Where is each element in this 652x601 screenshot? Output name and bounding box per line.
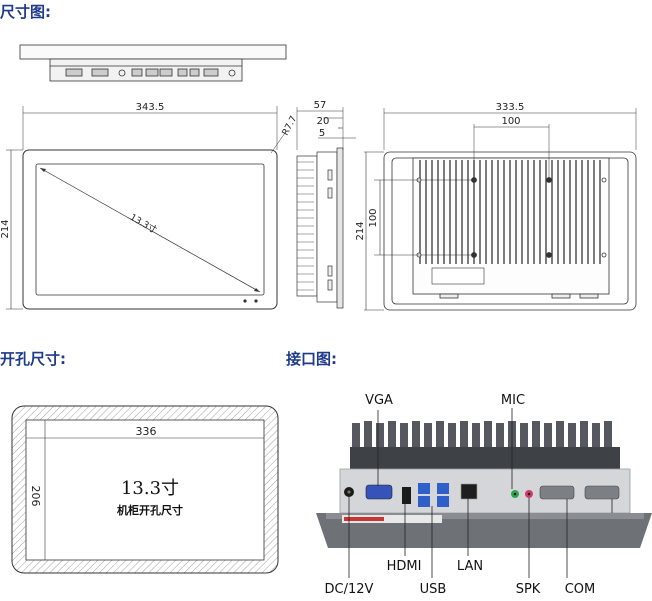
cutout-size-label: 13.3寸 [121,478,179,499]
port-label-dc: DC/12V [325,582,374,597]
port-label-hdmi: HDMI [387,559,422,574]
port-label-spk: SPK [516,582,541,597]
port-leader-lines [348,408,613,578]
front-view-drawing [6,106,286,310]
cutout-drawing [11,405,279,574]
back-view-drawing [364,108,637,311]
side-view-drawing [296,107,356,309]
size-section-title: 尺寸图: [0,3,51,21]
back-height-label: 214 [355,221,366,240]
port-label-mic: MIC [501,393,525,408]
front-width-label: 343.5 [136,102,165,113]
back-inner-width-label: 100 [501,116,520,127]
corner-radius-label: R7.7 [281,115,299,138]
cutout-caption: 机柜开孔尺寸 [117,503,183,517]
port-label-lan: LAN [457,559,483,574]
port-label-usb: USB [420,582,447,597]
port-label-com: COM [565,582,596,597]
side-total-label: 57 [314,100,327,111]
port-panel-illustration [316,421,652,548]
ports-section-title: 接口图: [286,350,337,368]
cutout-section-title: 开孔尺寸: [0,350,66,368]
port-label-vga: VGA [365,393,393,408]
cutout-width-label: 336 [136,425,157,438]
side-small-label: 5 [319,128,325,139]
front-height-label: 214 [0,219,11,238]
back-width-label: 333.5 [496,102,525,113]
top-view-drawing [19,44,287,82]
side-mid-label: 20 [317,116,330,127]
back-inner-height-label: 100 [368,208,379,227]
cutout-height-label: 206 [29,486,42,507]
